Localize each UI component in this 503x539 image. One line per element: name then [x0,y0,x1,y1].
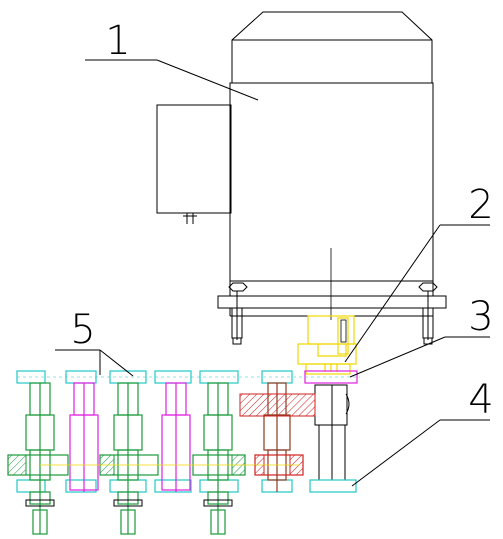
coupling-key [340,319,347,343]
callout-labels: 1 2 3 4 5 [70,18,493,423]
motor-fan-cover [231,11,433,84]
gear-band [7,393,316,476]
drive-shaft [314,384,350,481]
callout-label-5: 5 [70,307,95,353]
roller-shaft-magenta [161,382,191,492]
terminal-box [156,104,232,214]
coupling [297,315,357,375]
roller-shafts [7,382,304,535]
drive-gear [239,393,316,417]
right-mounting-bolt [418,282,438,345]
motor-body [229,82,434,282]
bearing-cap [65,479,97,493]
callout-leaders [55,59,490,487]
roller-shaft-green [7,382,69,535]
bearing-cap [154,479,192,493]
foot-brackets [25,499,233,507]
callout-label-1: 1 [105,18,130,64]
callout-label-3: 3 [468,294,493,340]
bearing-cap [199,479,239,493]
bearing-cap [309,479,357,493]
top-bearing-row [16,370,360,384]
roller-shaft-magenta [69,382,99,492]
mounting-flange [217,295,447,309]
bearing-cap [16,479,46,493]
gear [7,454,27,476]
left-mounting-bolt [228,282,248,345]
callout-label-2: 2 [468,182,493,228]
callout-label-4: 4 [468,377,493,423]
motor-assembly [156,11,447,345]
